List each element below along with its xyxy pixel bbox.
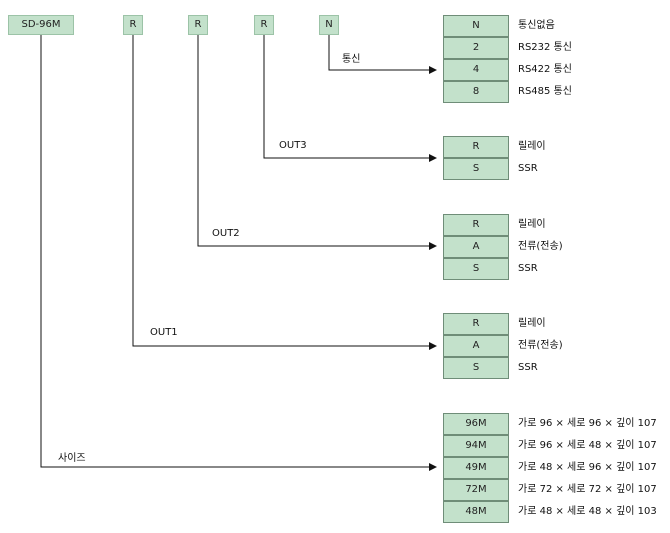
size-desc: 가로 48 × 세로 48 × 깊이 103 <box>518 506 657 517</box>
out2-desc: SSR <box>518 263 538 274</box>
comm-code-box: 8 <box>443 81 509 103</box>
out3-code-box: S <box>443 158 509 180</box>
code-tag-out2: R <box>188 15 208 35</box>
code-tag-out3: R <box>254 15 274 35</box>
out3-code-box: R <box>443 136 509 158</box>
out1-code-box: A <box>443 335 509 357</box>
code-tag-out1: R <box>123 15 143 35</box>
comm-connector <box>328 35 437 74</box>
out2-code-box: A <box>443 236 509 258</box>
model-tag: SD-96M <box>8 15 74 35</box>
comm-label: 통신 <box>342 54 361 65</box>
size-code-box: 72M <box>443 479 509 501</box>
out3-connector <box>263 35 437 162</box>
out1-label: OUT1 <box>150 327 178 338</box>
comm-code-box: N <box>443 15 509 37</box>
out3-label: OUT3 <box>279 140 307 151</box>
out2-connector <box>197 35 437 250</box>
size-code-box: 96M <box>443 413 509 435</box>
size-label: 사이즈 <box>58 453 86 464</box>
comm-desc: RS485 통신 <box>518 86 572 97</box>
size-code-box: 49M <box>443 457 509 479</box>
size-connector <box>40 35 437 471</box>
out1-desc: 전류(전송) <box>518 340 563 351</box>
out3-desc: SSR <box>518 163 538 174</box>
size-desc: 가로 96 × 세로 48 × 깊이 107 <box>518 440 657 451</box>
out2-desc: 릴레이 <box>518 219 546 230</box>
out2-code-box: S <box>443 258 509 280</box>
comm-desc: RS232 통신 <box>518 42 572 53</box>
comm-desc: RS422 통신 <box>518 64 572 75</box>
comm-desc: 통신없음 <box>518 20 555 31</box>
out2-code-box: R <box>443 214 509 236</box>
out3-desc: 릴레이 <box>518 141 546 152</box>
comm-code-box: 2 <box>443 37 509 59</box>
code-tag-comm: N <box>319 15 339 35</box>
size-desc: 가로 48 × 세로 96 × 깊이 107 <box>518 462 657 473</box>
size-code-box: 48M <box>443 501 509 523</box>
out1-desc: SSR <box>518 362 538 373</box>
out1-code-box: R <box>443 313 509 335</box>
out1-desc: 릴레이 <box>518 318 546 329</box>
out2-desc: 전류(전송) <box>518 241 563 252</box>
size-code-box: 94M <box>443 435 509 457</box>
size-desc: 가로 72 × 세로 72 × 깊이 107 <box>518 484 657 495</box>
comm-code-box: 4 <box>443 59 509 81</box>
out1-code-box: S <box>443 357 509 379</box>
out1-connector <box>132 35 437 350</box>
out2-label: OUT2 <box>212 228 240 239</box>
size-desc: 가로 96 × 세로 96 × 깊이 107 <box>518 418 657 429</box>
